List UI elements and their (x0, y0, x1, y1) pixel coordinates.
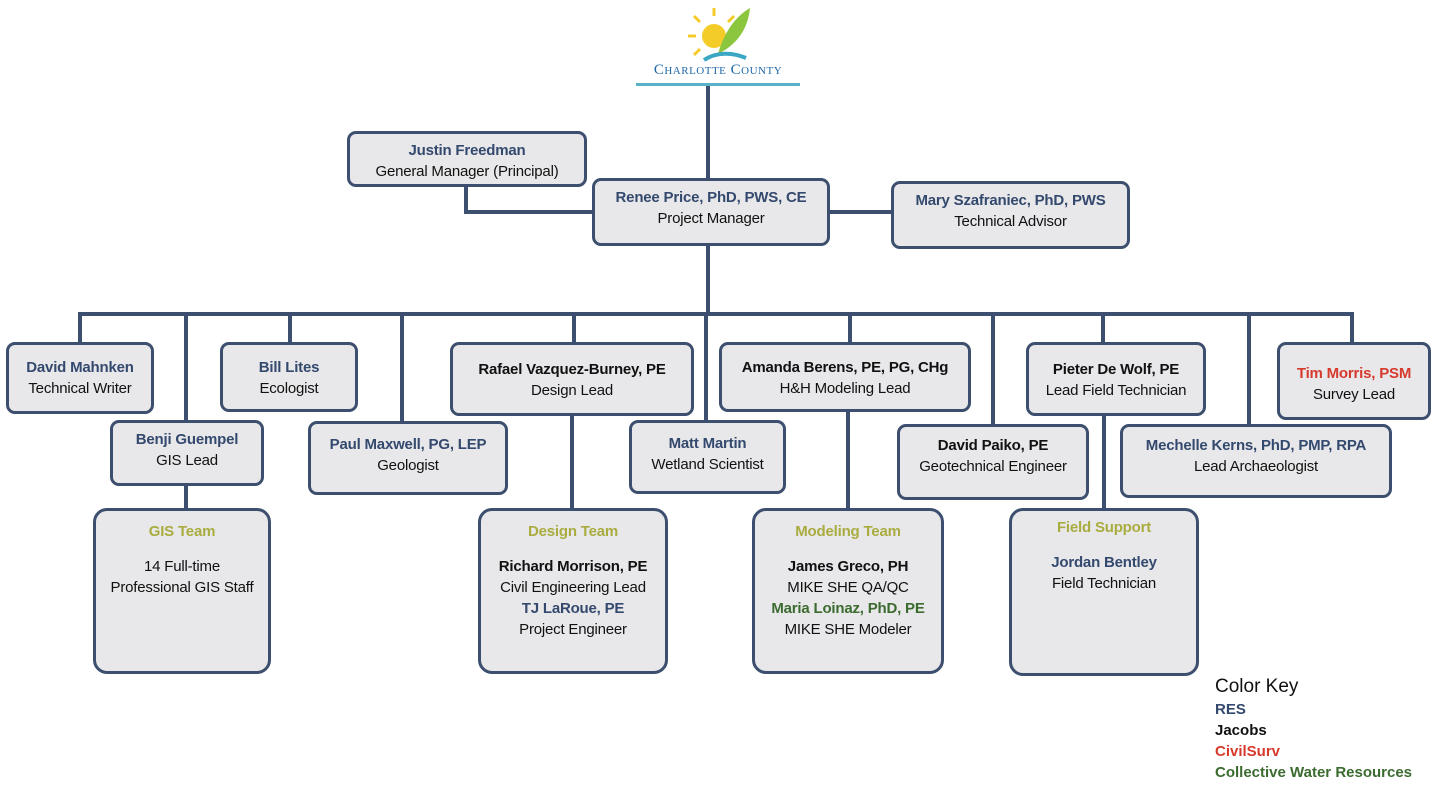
charlotte-county-logo: Charlotte County (628, 2, 808, 90)
member-role: Civil Engineering Lead (500, 579, 646, 596)
node-role: Geologist (377, 457, 439, 474)
node-role: Wetland Scientist (651, 456, 764, 473)
node-name: Justin Freedman (408, 142, 526, 159)
connector-gm-to-pm (464, 182, 596, 214)
node-name: Rafael Vazquez-Burney, PE (478, 361, 666, 378)
team-title: GIS Team (148, 523, 216, 540)
node-amanda-berens: Amanda Berens, PE, PG, CHg H&H Modeling … (719, 342, 971, 412)
node-david-mahnken: David Mahnken Technical Writer (6, 342, 154, 414)
node-name: Mechelle Kerns, PhD, PMP, RPA (1145, 437, 1367, 454)
member-role: MIKE SHE QA/QC (787, 579, 909, 596)
node-mary-szafraniec: Mary Szafraniec, PhD, PWS Technical Advi… (891, 181, 1130, 249)
node-bill-lites: Bill Lites Ecologist (220, 342, 358, 412)
team-title: Field Support (1056, 519, 1152, 536)
member-role: Project Engineer (519, 621, 627, 638)
node-pieter-de-wolf: Pieter De Wolf, PE Lead Field Technician (1026, 342, 1206, 416)
member-role: MIKE SHE Modeler (784, 621, 912, 638)
node-role: GIS Lead (156, 452, 218, 469)
team-field-support: Field Support Jordan Bentley Field Techn… (1009, 508, 1199, 676)
node-role: H&H Modeling Lead (779, 380, 911, 397)
node-role: Design Lead (530, 382, 614, 399)
node-mechelle-kerns: Mechelle Kerns, PhD, PMP, RPA Lead Archa… (1120, 424, 1392, 498)
member-name: James Greco, PH (787, 558, 909, 575)
color-key-res: RES (1215, 701, 1246, 718)
logo-underline (636, 83, 800, 86)
node-matt-martin: Matt Martin Wetland Scientist (629, 420, 786, 494)
node-tim-morris: Tim Morris, PSM Survey Lead (1277, 342, 1431, 420)
node-name: Bill Lites (258, 359, 320, 376)
team-design: Design Team Richard Morrison, PE Civil E… (478, 508, 668, 674)
color-key-civilsurv: CivilSurv (1215, 743, 1281, 760)
node-role: Ecologist (259, 380, 319, 397)
node-name: David Mahnken (26, 359, 134, 376)
node-name: Tim Morris, PSM (1296, 365, 1412, 382)
node-name: Amanda Berens, PE, PG, CHg (741, 359, 949, 376)
color-key: Color Key RES Jacobs CivilSurv Collectiv… (1215, 676, 1412, 783)
node-role: Survey Lead (1312, 386, 1396, 403)
node-paul-maxwell: Paul Maxwell, PG, LEP Geologist (308, 421, 508, 495)
node-role: Lead Archaeologist (1194, 458, 1318, 475)
member-name: Maria Loinaz, PhD, PE (771, 600, 925, 617)
node-name: Matt Martin (668, 435, 747, 452)
team-line: 14 Full-time (144, 558, 220, 575)
node-role: Project Manager (657, 210, 765, 227)
team-title: Modeling Team (795, 523, 901, 540)
team-gis: GIS Team 14 Full-time Professional GIS S… (93, 508, 271, 674)
node-role: Technical Advisor (954, 213, 1067, 230)
node-name: Mary Szafraniec, PhD, PWS (915, 192, 1106, 209)
member-name: TJ LaRoue, PE (521, 600, 625, 617)
member-name: Jordan Bentley (1051, 554, 1157, 571)
member-role: Field Technician (1051, 575, 1157, 592)
node-role: Geotechnical Engineer (919, 458, 1067, 475)
color-key-jacobs: Jacobs (1215, 722, 1267, 739)
node-david-paiko: David Paiko, PE Geotechnical Engineer (897, 424, 1089, 500)
team-title: Design Team (527, 523, 619, 540)
node-name: David Paiko, PE (937, 437, 1049, 454)
member-name: Richard Morrison, PE (498, 558, 648, 575)
node-rafael-vazquez-burney: Rafael Vazquez-Burney, PE Design Lead (450, 342, 694, 416)
node-role: Technical Writer (28, 380, 132, 397)
team-line: Professional GIS Staff (110, 579, 254, 596)
color-key-title: Color Key (1215, 676, 1299, 697)
node-name: Paul Maxwell, PG, LEP (329, 436, 487, 453)
team-modeling: Modeling Team James Greco, PH MIKE SHE Q… (752, 508, 944, 674)
node-name: Renee Price, PhD, PWS, CE (615, 189, 807, 206)
node-benji-guempel: Benji Guempel GIS Lead (110, 420, 264, 486)
node-name: Pieter De Wolf, PE (1052, 361, 1180, 378)
color-key-collective-water-resources: Collective Water Resources (1215, 764, 1413, 781)
node-role: Lead Field Technician (1045, 382, 1187, 399)
node-justin-freedman: Justin Freedman General Manager (Princip… (347, 131, 587, 187)
node-name: Benji Guempel (135, 431, 239, 448)
logo-text: Charlotte County (653, 62, 783, 78)
node-role: General Manager (Principal) (375, 163, 559, 180)
sun-leaf-icon (688, 8, 750, 62)
node-renee-price: Renee Price, PhD, PWS, CE Project Manage… (592, 178, 830, 246)
